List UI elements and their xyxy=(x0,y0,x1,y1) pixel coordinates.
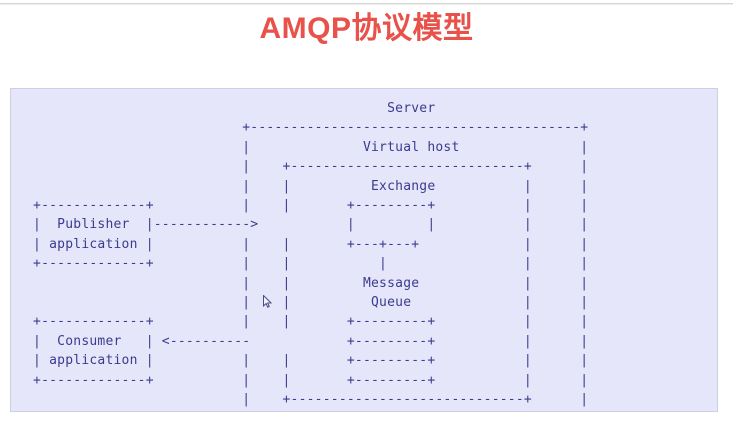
amqp-ascii-diagram: Server +--------------------------------… xyxy=(33,101,589,408)
page-title: AMQP协议模型 xyxy=(259,12,474,45)
top-divider xyxy=(0,3,733,5)
amqp-diagram-panel: Server +--------------------------------… xyxy=(10,88,718,412)
